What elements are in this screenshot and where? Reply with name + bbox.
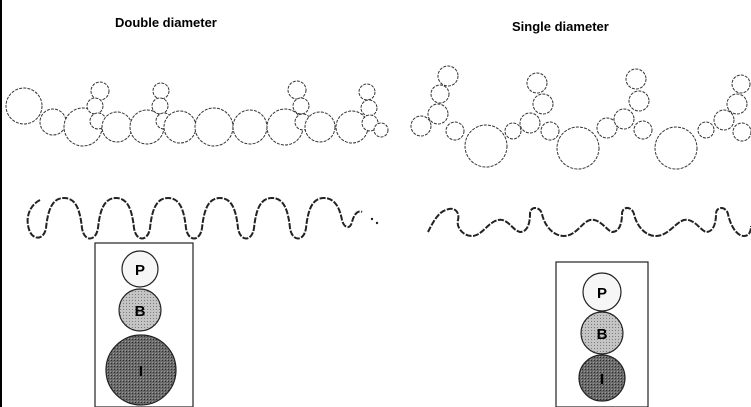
bead [304,111,336,143]
bead [292,97,310,115]
bead [504,122,522,140]
double-wave-chain [26,196,363,240]
legend-label-p: P [135,262,145,279]
double-bead-chain [5,80,389,147]
bead [713,109,735,131]
legend-label-i: I [600,371,604,388]
legend-bead-i [105,334,177,406]
bead [519,112,541,134]
bead [596,117,618,139]
bead [540,121,560,141]
bead [633,120,653,140]
bead [532,93,554,115]
legend-bead-p [121,250,159,288]
bead [731,74,751,94]
bead [410,115,432,137]
single-diameter-panel: Single diameter [410,19,751,407]
legend-bead-i [578,354,626,402]
bead [625,68,647,90]
wave-dot [370,217,374,221]
bead [697,121,715,139]
legend-bead-b [118,288,162,332]
bead [445,121,465,141]
legend-label-i: I [139,363,143,380]
bead [152,82,170,100]
bead [526,72,548,94]
bead [654,126,698,170]
bead [361,114,379,132]
bead [628,90,650,112]
bead [86,97,104,115]
bead [360,99,378,117]
bead [194,107,234,147]
bead [287,80,307,100]
bead [90,81,110,101]
legend-bead-p [582,272,622,312]
legend-label-b: B [135,303,146,320]
bead [5,87,43,125]
single-bead-chain [410,65,751,170]
bead [732,122,751,142]
bead [556,126,600,170]
bead [613,108,635,130]
bead [232,109,268,145]
bead [358,83,376,101]
bead [39,108,67,136]
single-diameter-title: Single diameter [512,19,609,34]
wave-dot [375,221,379,225]
single-legend: P B I [555,261,649,407]
legend-label-b: B [597,326,608,343]
single-wave-chain [427,207,751,238]
bead [163,110,197,144]
bead [437,65,459,87]
bead [427,103,449,125]
bead [464,124,508,168]
legend-label-p: P [597,285,607,302]
double-legend: P B I [94,242,194,407]
bead [726,93,748,115]
bead [430,84,450,104]
double-diameter-title: Double diameter [115,15,217,30]
bead [101,111,133,143]
bead [373,122,389,138]
double-diameter-panel: Double diameter [5,15,389,407]
legend-bead-b [580,311,624,355]
bead [151,97,169,115]
